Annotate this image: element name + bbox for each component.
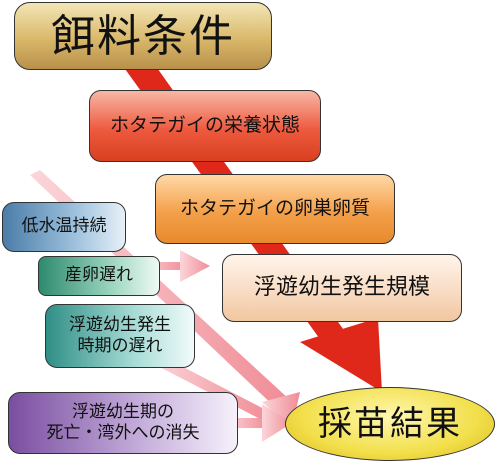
node-larva-scale: 浮遊幼生発生規模	[222, 254, 462, 322]
node-feed-conditions-label: 餌料条件	[51, 10, 235, 62]
node-low-water-temperature-label: 低水温持続	[21, 216, 107, 237]
node-spawning-delay: 産卵遅れ	[38, 256, 160, 296]
node-larva-loss-line-2: 死亡・湾外への消失	[46, 423, 200, 443]
arrow-larva-delay	[150, 354, 270, 420]
node-seed-collection-result: 採苗結果	[285, 387, 495, 461]
node-larva-scale-label: 浮遊幼生発生規模	[253, 275, 430, 301]
node-egg-quality-label: ホタテガイの卵巣卵質	[179, 197, 370, 220]
node-larva-loss: 浮遊幼生期の 死亡・湾外への消失	[8, 392, 238, 454]
node-seed-collection-result-label: 採苗結果	[318, 403, 462, 444]
node-larva-timing-delay-line-2: 時期の遅れ	[77, 336, 163, 356]
node-spawning-delay-label: 産卵遅れ	[65, 265, 133, 286]
node-low-water-temperature: 低水温持続	[2, 202, 126, 252]
node-larva-loss-text: 浮遊幼生期の 死亡・湾外への消失	[47, 402, 200, 445]
node-larva-timing-delay-line-1: 浮遊幼生発生	[69, 314, 171, 335]
node-egg-quality: ホタテガイの卵巣卵質	[155, 174, 395, 244]
node-nutrition-state: ホタテガイの栄養状態	[89, 90, 321, 162]
node-feed-conditions: 餌料条件	[14, 2, 272, 70]
node-larva-timing-delay-text: 浮遊幼生発生 時期の遅れ	[69, 315, 171, 358]
node-nutrition-state-label: ホタテガイの栄養状態	[109, 114, 300, 137]
node-larva-loss-line-1: 浮遊幼生期の	[72, 401, 174, 422]
node-larva-timing-delay: 浮遊幼生発生 時期の遅れ	[45, 304, 195, 368]
